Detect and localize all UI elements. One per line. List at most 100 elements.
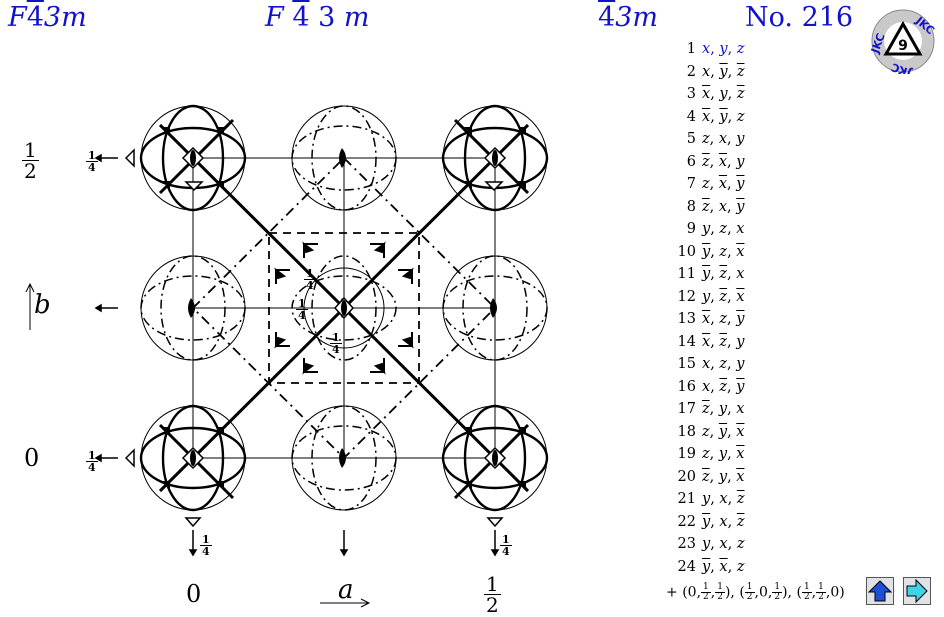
symmetry-diagram [25,104,549,608]
node-projection [291,405,397,511]
hm-full-m: m [343,2,370,33]
screw-axis-symbol [274,267,290,284]
symmetry-operation-item: 19 z, y, x [668,443,868,466]
screw-axis-symbol [398,332,414,349]
a-axis-label: a [338,575,354,605]
symmetry-operation-item: 10 y, z, x [668,241,868,264]
operation-coordinates: z, y, x [702,423,745,440]
operation-coordinates: y, z, x [702,288,745,305]
hm-short-lattice: F [8,2,27,33]
operation-number: 1 [686,41,696,57]
operation-number: 23 [677,536,696,552]
b-axis-arrow [25,282,35,330]
operation-coordinates: z, y, x [702,401,745,417]
screw-axis-symbol [302,241,318,258]
operation-number: 18 [677,423,696,440]
node-projection [291,105,397,211]
screw-axis-symbol [302,358,318,375]
operation-coordinates: x, y, z [702,41,745,57]
operation-number: 11 [677,266,696,282]
symmetry-operation-item: 1 x, y, z [668,38,868,61]
operation-coordinates: z, x, y [702,153,745,170]
hm-short-bar4: 4 [26,2,44,33]
x-half-num: 1 [484,572,501,596]
operation-number: 2 [686,63,696,80]
operation-coordinates: y, x, z [702,536,745,552]
operation-coordinates: z, y, x [702,446,745,462]
right-arrow-icon [906,578,928,604]
svg-text:9: 9 [898,38,908,54]
hm-symbol-short: F43m [8,2,87,33]
space-group-number: No. 216 [745,2,854,33]
screw-axis-symbol [370,358,386,375]
y-coord-zero: 0 [24,444,40,472]
stereographic-circles [139,104,549,512]
operation-number: 24 [677,558,696,575]
operation-number: 5 [686,131,696,147]
operation-number: 16 [677,378,696,395]
x-coord-zero: 0 [186,580,202,608]
operation-coordinates: x, z, y [702,311,745,327]
operation-number: 21 [677,491,696,507]
operation-coordinates: z, x, y [702,176,745,192]
screw-axis-symbol [274,332,290,349]
operation-coordinates: y, x, z [702,513,745,530]
next-button[interactable] [903,577,931,605]
node-projection [140,255,246,361]
operation-number: 10 [677,243,696,260]
pg-tail: 3m [615,2,658,33]
up-arrow-icon [867,580,893,602]
symmetry-operation-item: 7 z, x, y [668,173,868,196]
b-axis-label: b [34,290,51,320]
operation-number: 14 [677,333,696,350]
node-projection [441,404,549,512]
x-half-den: 2 [486,593,499,617]
a-axis-arrow [320,598,371,608]
operation-number: 17 [677,401,696,417]
operation-number: 20 [677,468,696,485]
hm-symbol-full: F 4 3 m [265,2,370,33]
pg-bar4: 4 [598,2,616,33]
operation-number: 9 [686,221,696,237]
hm-short-tail: 3m [43,2,87,33]
operation-coordinates: y, x, z [702,491,745,507]
screw-axis-symbol [398,267,414,284]
hm-full-lattice: F [265,2,284,33]
operation-number: 3 [686,86,696,102]
point-group-symbol: 43m [598,2,658,33]
node-projection [139,404,247,512]
symmetry-operation-item: 17 z, y, x [668,398,868,421]
operation-number: 19 [677,446,696,462]
operation-coordinates: y, z, x [702,221,745,237]
operation-coordinates: y, z, x [702,243,745,260]
operation-number: 22 [677,513,696,530]
axis-symbols [274,241,414,375]
operation-coordinates: y, z, x [702,266,745,282]
operation-number: 15 [677,356,696,372]
y-half-num: 1 [22,138,39,162]
twofold-screw-arrows [94,153,500,557]
operation-coordinates: z, x, y [702,131,745,147]
operation-number: 7 [686,176,696,192]
symmetry-operation-item: 9 y, z, x [668,218,868,241]
operation-coordinates: x, y, z [702,108,745,125]
up-button[interactable] [866,577,894,605]
symmetry-operation-item: 11 y, z, x [668,263,868,286]
